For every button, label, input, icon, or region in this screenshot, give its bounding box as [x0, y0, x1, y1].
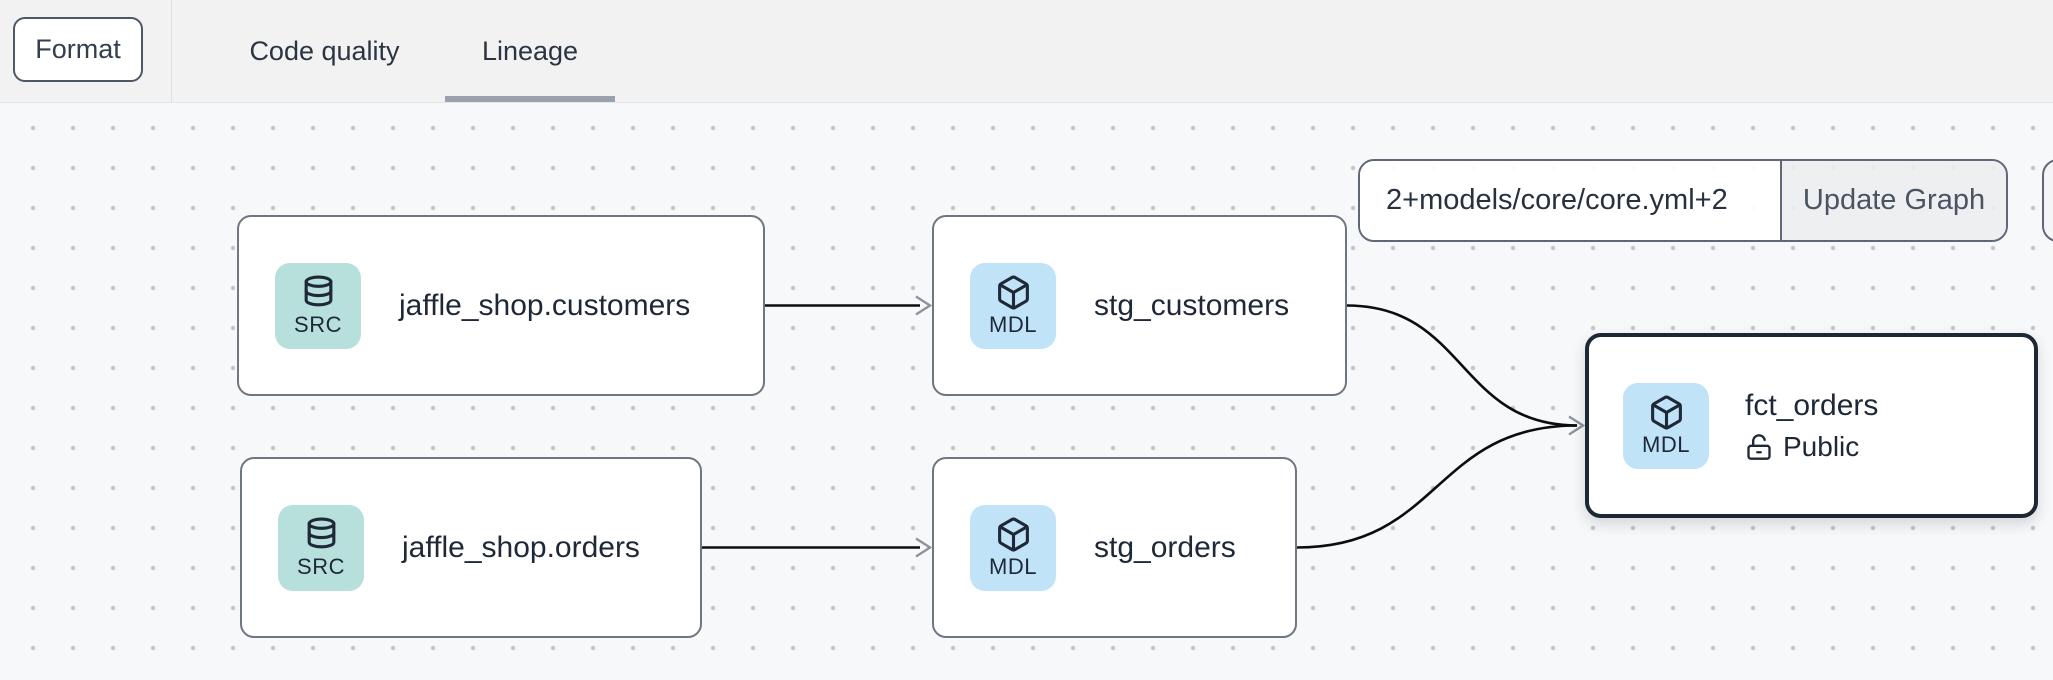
node-text: jaffle_shop.orders	[402, 531, 640, 565]
editor-toolbar: Format Code quality Lineage	[0, 0, 2053, 103]
box-icon	[995, 516, 1032, 554]
mdl-type-badge: MDL	[970, 262, 1056, 349]
graph-controls: Update Graph	[1358, 159, 2008, 242]
mdl-type-badge: MDL	[970, 504, 1056, 591]
node-access: Public	[1745, 431, 1878, 463]
node-type-label: MDL	[1642, 431, 1690, 457]
node-label: stg_customers	[1094, 288, 1290, 322]
node-type-label: MDL	[989, 553, 1037, 579]
lineage-node-stg_orders[interactable]: MDL stg_orders	[932, 457, 1297, 638]
tab-code-quality-label: Code quality	[249, 35, 400, 66]
toolbar-divider	[171, 0, 172, 102]
format-button[interactable]: Format	[13, 17, 143, 82]
node-access-label: Public	[1783, 430, 1860, 462]
node-type-label: SRC	[297, 553, 345, 579]
node-label: fct_orders	[1745, 388, 1879, 422]
tab-lineage-label: Lineage	[481, 35, 579, 66]
unlock-icon	[1745, 433, 1773, 461]
tab-code-quality[interactable]: Code quality	[204, 0, 445, 102]
node-text: stg_customers	[1094, 289, 1289, 323]
node-text: stg_orders	[1094, 531, 1236, 565]
lineage-node-stg_customers[interactable]: MDL stg_customers	[932, 215, 1347, 396]
box-icon	[1648, 394, 1685, 432]
lineage-node-jaffle_shop_customers[interactable]: SRC jaffle_shop.customers	[237, 215, 765, 396]
box-icon	[995, 274, 1032, 312]
node-type-label: SRC	[294, 311, 342, 337]
node-type-label: MDL	[989, 311, 1037, 337]
node-label: jaffle_shop.customers	[399, 288, 691, 322]
cut-off-control[interactable]	[2042, 159, 2053, 242]
update-graph-button[interactable]: Update Graph	[1780, 161, 2006, 240]
active-tab-underline	[445, 96, 615, 102]
lineage-selector-input[interactable]	[1360, 161, 1780, 240]
mdl-type-badge: MDL	[1623, 382, 1709, 469]
node-label: stg_orders	[1094, 530, 1236, 564]
panel-tabs: Code quality Lineage	[204, 0, 615, 102]
database-icon	[303, 516, 340, 554]
node-label: jaffle_shop.orders	[402, 530, 640, 564]
src-type-badge: SRC	[275, 262, 361, 349]
lineage-node-jaffle_shop_orders[interactable]: SRC jaffle_shop.orders	[240, 457, 702, 638]
tab-lineage[interactable]: Lineage	[445, 0, 615, 102]
database-icon	[300, 274, 337, 312]
node-text: jaffle_shop.customers	[399, 289, 690, 323]
src-type-badge: SRC	[278, 504, 364, 591]
